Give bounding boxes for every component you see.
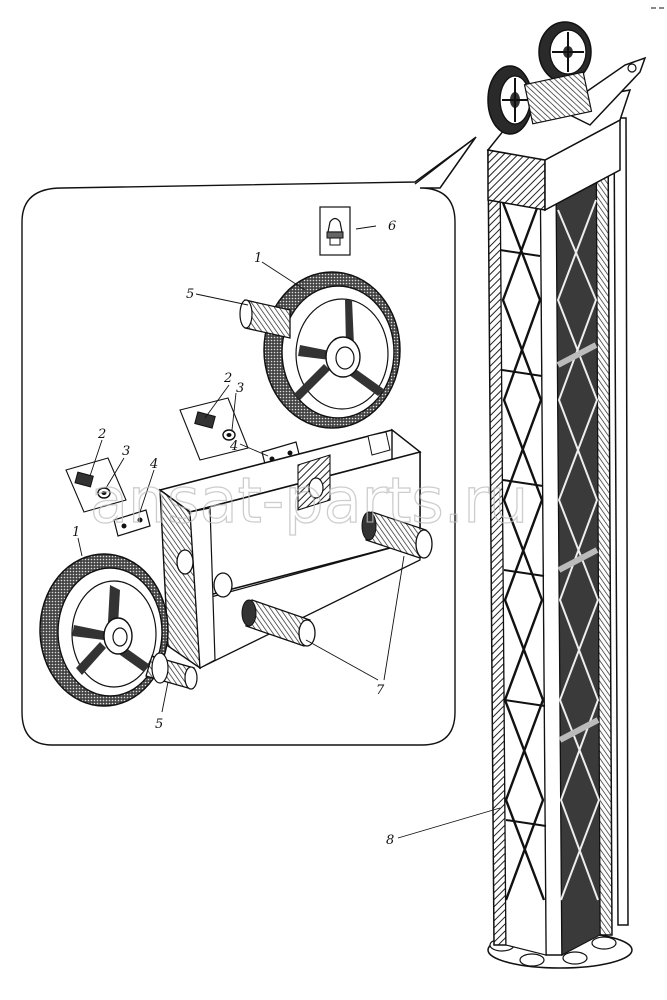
watermark-text: ansat-parts.ru — [90, 464, 528, 537]
callout-1-upper: 1 — [254, 251, 262, 266]
callout-labels: 1 1 2 2 3 3 4 4 5 5 6 7 8 — [72, 219, 396, 848]
lower-shaft — [145, 652, 198, 690]
fastener-group-upper — [179, 397, 249, 461]
pin-right — [361, 511, 433, 559]
callout-5-lower: 5 — [155, 717, 163, 732]
callout-5-upper: 5 — [186, 287, 194, 302]
grease-nipple — [319, 206, 351, 256]
callout-3-upper: 3 — [236, 381, 244, 396]
upper-shaft — [239, 299, 291, 339]
lattice-mast — [486, 21, 647, 969]
pin-left — [241, 599, 316, 647]
callout-8: 8 — [386, 833, 394, 848]
lock-plate-lower — [113, 509, 151, 537]
upper-pulley — [263, 271, 401, 429]
callout-4-upper: 4 — [229, 439, 238, 454]
pulley-bracket-housing — [158, 428, 422, 670]
leader-lines — [77, 225, 501, 839]
callout-7: 7 — [376, 683, 385, 698]
lower-pulley — [39, 553, 169, 707]
callout-3-lower: 3 — [122, 444, 130, 459]
callout-4-lower: 4 — [149, 457, 158, 472]
callout-2-lower: 2 — [97, 427, 106, 442]
callout-6: 6 — [388, 219, 396, 234]
callout-1-lower: 1 — [72, 525, 80, 540]
fastener-group-lower — [65, 457, 127, 513]
callout-2-upper: 2 — [223, 371, 232, 386]
